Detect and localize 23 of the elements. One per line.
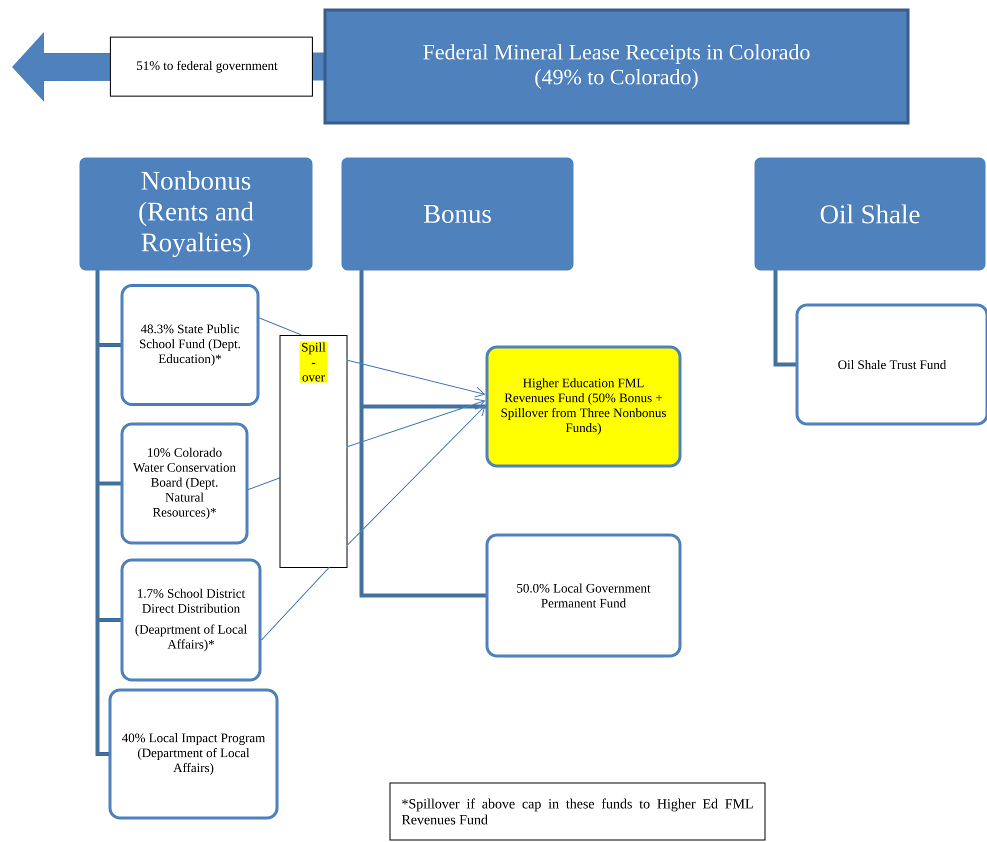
fund-box: 48.3% State Public School Fund (Dept. Education)*	[120, 284, 260, 406]
note-box: *Spillover if above cap in these funds to Higher Ed FML Revenues Fund	[390, 782, 766, 840]
connector-line	[248, 478, 280, 490]
connector-line	[360, 270, 486, 598]
arrow	[346, 398, 486, 448]
connector-line	[259, 318, 302, 336]
arrow	[346, 360, 486, 398]
fund-box: 40% Local Impact Program (Department of Local Affairs)	[108, 688, 278, 820]
fund-box: 1.7% School District Direct Distribution (Deaprtment of Local Affairs)*	[120, 558, 262, 682]
fund-box: 50.0% Local Government Permanent Fund	[486, 534, 682, 658]
fund-box: 10% Colorado Water Conservation Board (Dept. Natural Resources)*	[120, 422, 248, 544]
category-box: Nonbonus (Rents and Royalties)	[80, 158, 312, 270]
fund-box: Oil Shale Trust Fund	[796, 304, 987, 426]
edge-label: 51% to federal government	[110, 36, 313, 97]
spillover-box: Spill - over	[280, 335, 348, 568]
connector-line	[261, 566, 330, 640]
connector-line	[96, 270, 108, 756]
header-box: Federal Mineral Lease Receipts in Colorado (49% to Colorado)	[324, 8, 910, 124]
fund-box: Higher Education FML Revenues Fund (50% Bonus + Spillover from Three Nonbonus Funds)	[486, 346, 682, 468]
category-box: Bonus	[342, 158, 574, 270]
connector-line	[774, 270, 796, 366]
arrow	[346, 406, 486, 546]
category-box: Oil Shale	[754, 158, 986, 270]
